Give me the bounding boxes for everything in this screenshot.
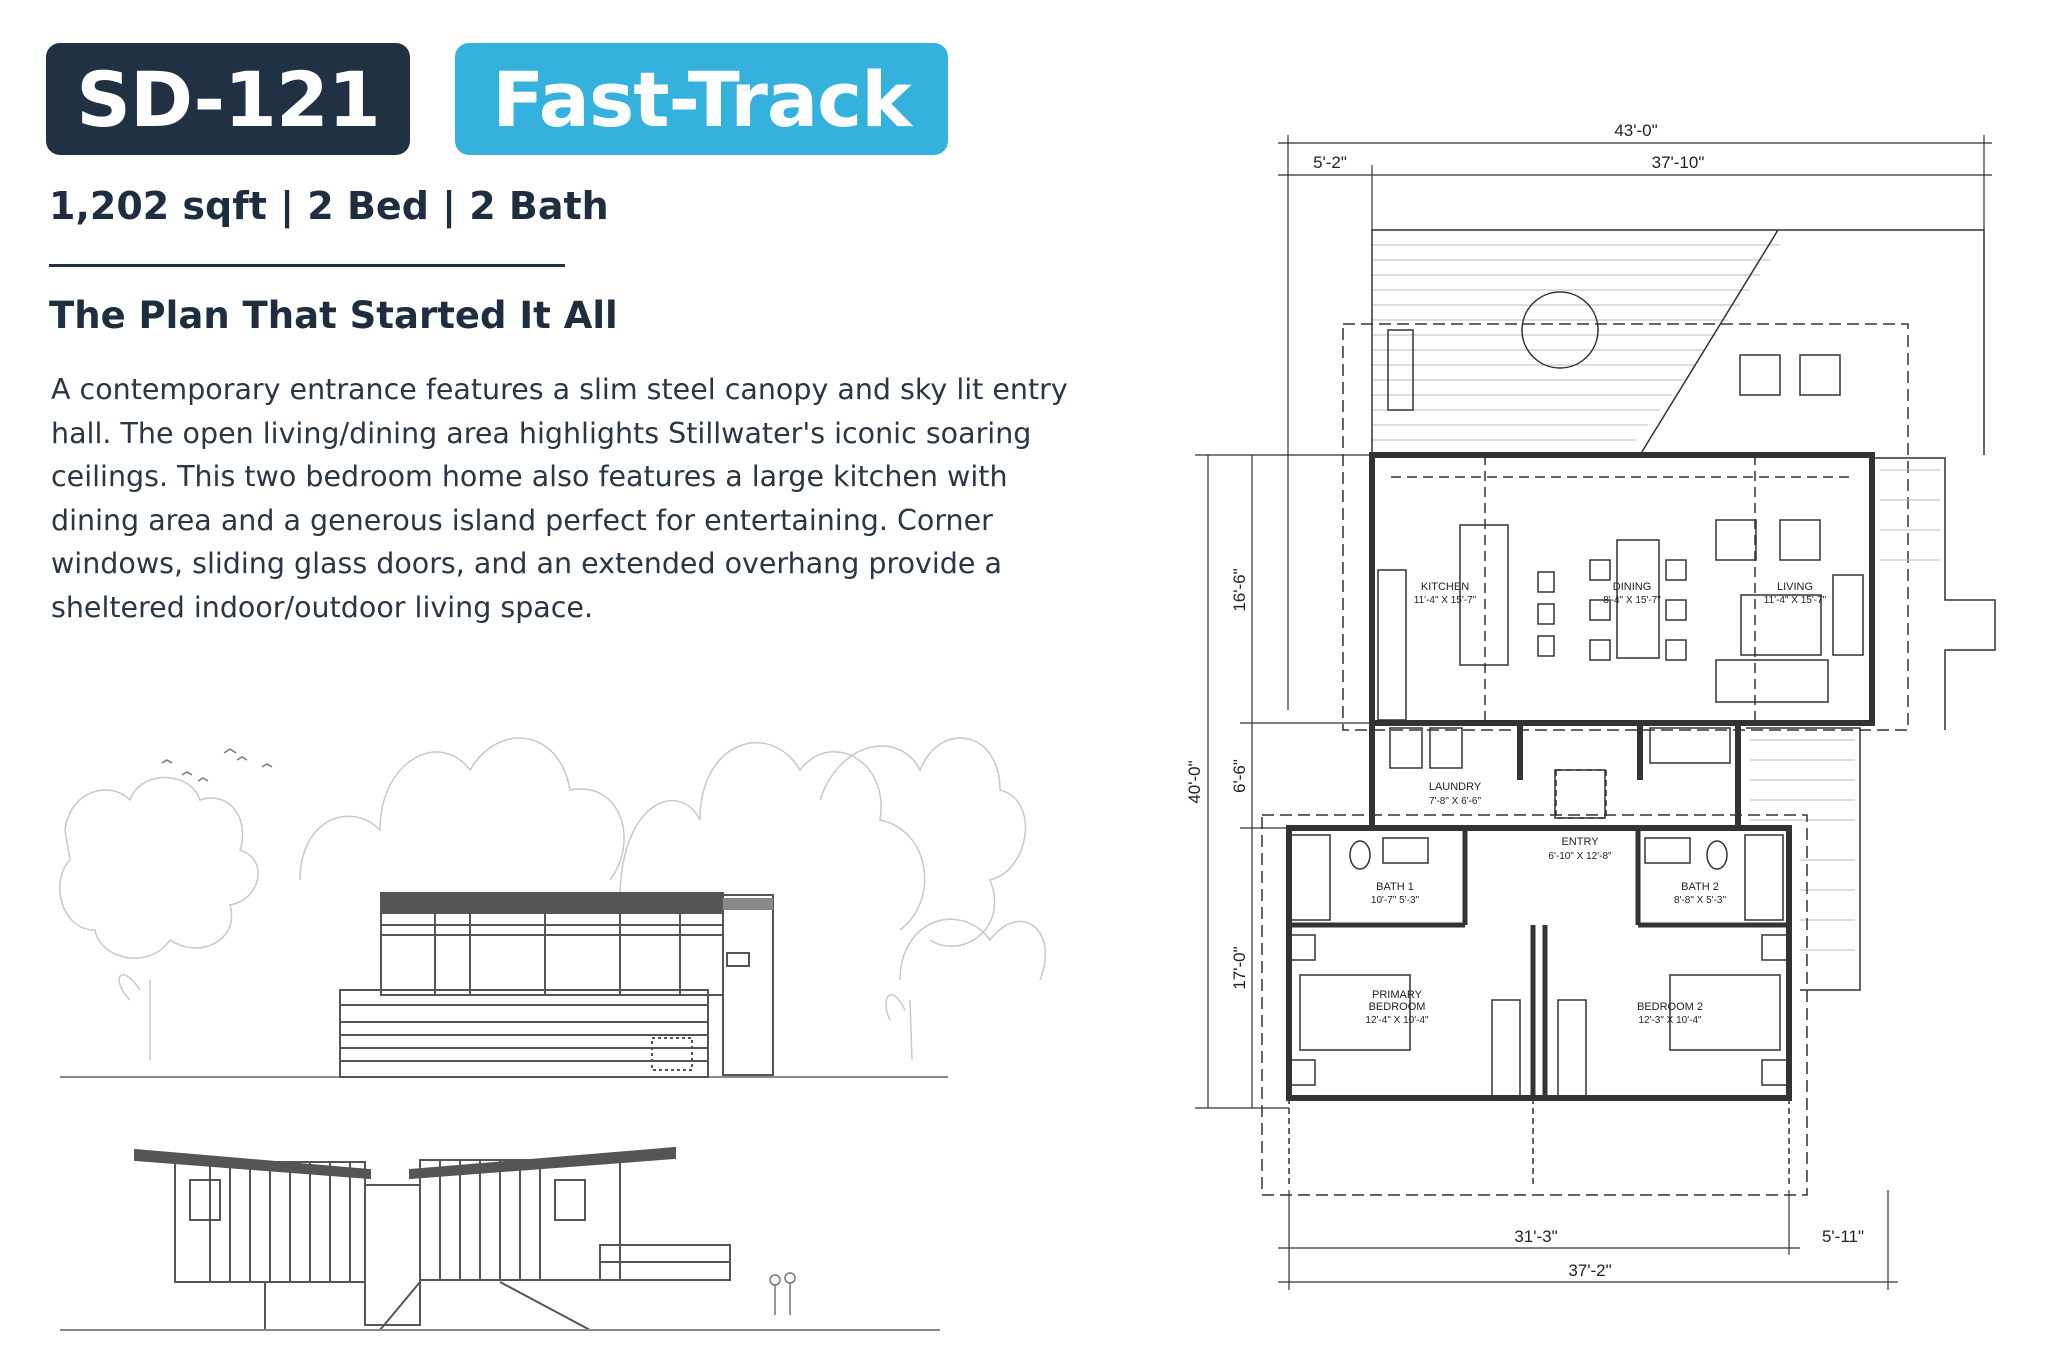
room-bath1-size: 10'-7" 5'-3" <box>1371 895 1420 906</box>
room-laundry-name: LAUNDRY <box>1429 781 1482 793</box>
room-laundry-size: 7'-8" X 6'-6" <box>1429 796 1482 807</box>
room-primary-size: 12'-4" X 10'-4" <box>1365 1015 1429 1026</box>
room-kitchen-size: 11'-4" X 15'-7" <box>1414 595 1477 606</box>
dim-top-left: 5'-2" <box>1313 153 1347 172</box>
dim-bottom-left: 31'-3" <box>1514 1227 1557 1246</box>
room-primary-name1: PRIMARY <box>1372 989 1423 1001</box>
plan-code-badge: SD-121 <box>46 43 410 155</box>
divider <box>49 264 565 267</box>
dim-top-right: 37'-10" <box>1652 153 1705 172</box>
plan-specs: 1,202 sqft | 2 Bed | 2 Bath <box>49 184 609 228</box>
room-entry-name: ENTRY <box>1561 836 1599 848</box>
dim-top-total: 43'-0" <box>1614 121 1657 140</box>
room-bath1-name: BATH 1 <box>1376 881 1414 893</box>
dim-left-total: 40'-0" <box>1185 760 1204 803</box>
room-dining-name: DINING <box>1613 581 1652 593</box>
room-bath2-size: 8'-8" X 5'-3" <box>1674 895 1727 906</box>
description: A contemporary entrance features a slim … <box>51 373 1068 624</box>
room-entry-size: 6'-10" X 12'-8" <box>1548 851 1612 862</box>
dim-bottom-right: 5'-11" <box>1822 1227 1864 1246</box>
fast-track-badge: Fast-Track <box>455 43 948 155</box>
room-primary-name2: BEDROOM <box>1369 1001 1426 1013</box>
dim-left-upper: 16'-6" <box>1230 568 1249 611</box>
room-living-name: LIVING <box>1777 581 1813 593</box>
room-bath2-name: BATH 2 <box>1681 881 1719 893</box>
dim-left-mid: 6'-6" <box>1230 759 1249 793</box>
room-living-size: 11'-4" X 15'-7" <box>1764 595 1827 606</box>
room-bedroom2-size: 12'-3" X 10'-4" <box>1638 1015 1702 1026</box>
headline: The Plan That Started It All <box>49 294 618 337</box>
dim-bottom-total: 37'-2" <box>1568 1261 1611 1280</box>
room-kitchen-name: KITCHEN <box>1421 581 1469 593</box>
room-dining-size: 8'-4" X 15'-7" <box>1603 595 1661 606</box>
dim-left-lower: 17'-0" <box>1230 946 1249 989</box>
room-bedroom2-name: BEDROOM 2 <box>1637 1001 1703 1013</box>
